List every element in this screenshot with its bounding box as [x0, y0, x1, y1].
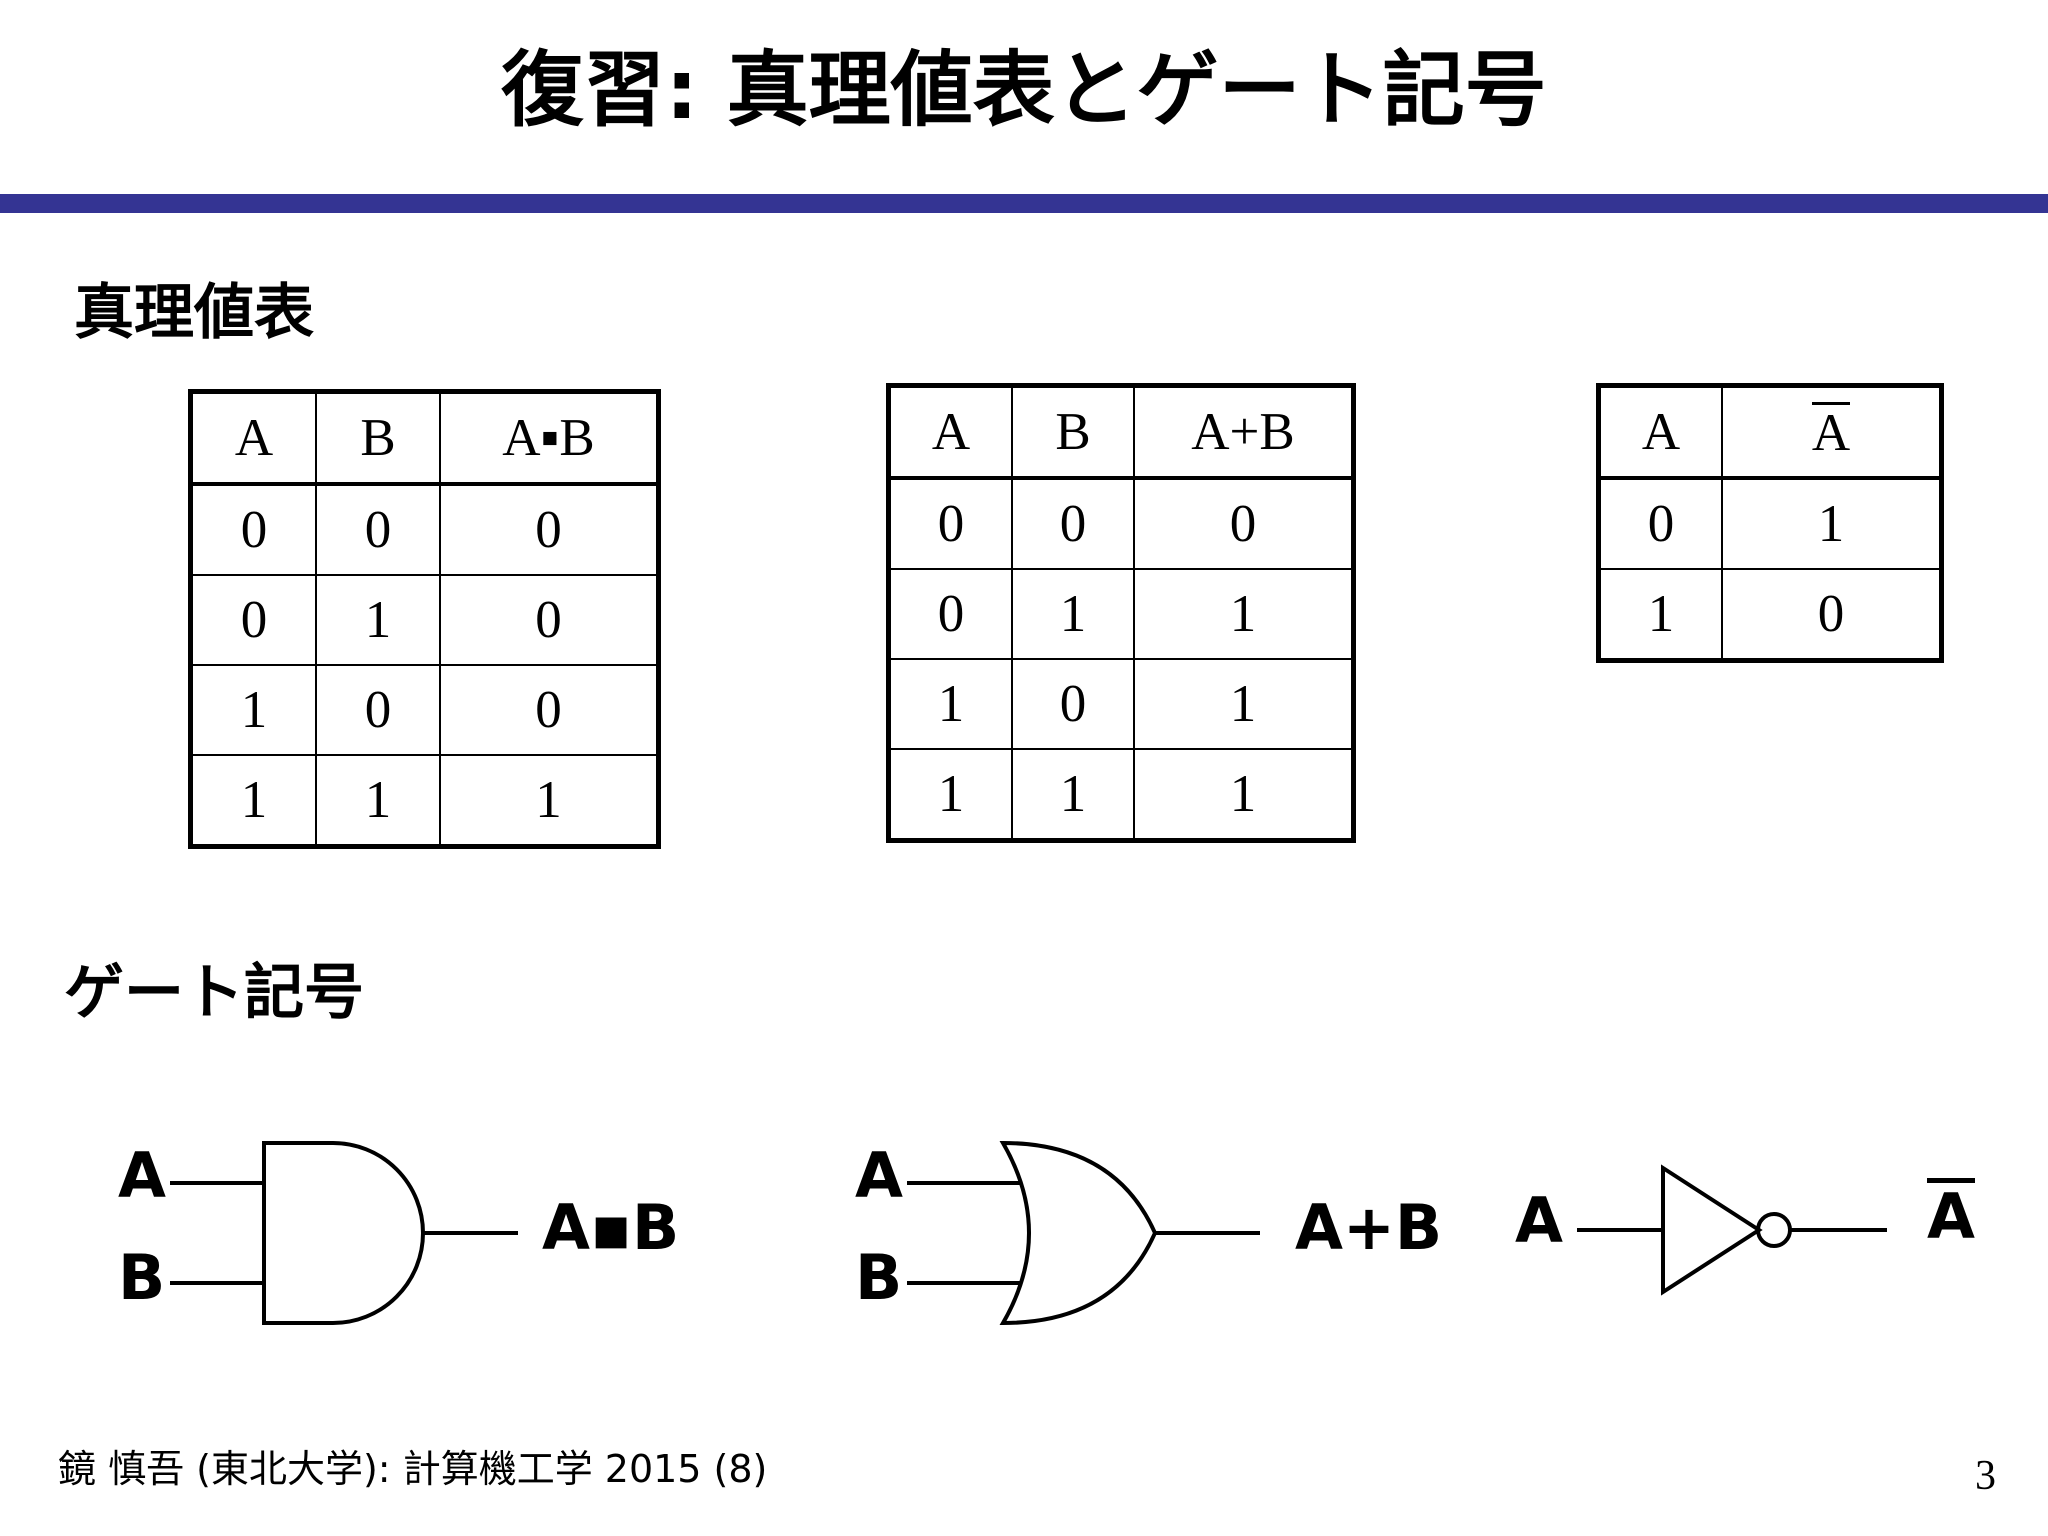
footer-attribution: 鏡 慎吾 (東北大学): 計算機工学 2015 (8): [58, 1447, 768, 1491]
cell-b: 1: [315, 574, 441, 666]
cell-b: 1: [315, 754, 441, 848]
table-row: 0 0 0: [887, 477, 1355, 570]
column-header-b: B: [315, 390, 441, 486]
cell-result: 0: [1721, 568, 1943, 662]
truth-table-and-body: 0 0 0 0 1 0 1 0 0 1 1 1: [189, 483, 660, 848]
truth-table-or-header: A B A+B: [887, 384, 1355, 480]
table-row: 1 0 1: [887, 658, 1355, 750]
cell-b: 1: [1011, 748, 1135, 842]
cell-a: 0: [1597, 477, 1723, 570]
cell-a: 1: [1597, 568, 1723, 662]
overline-a: A: [1811, 401, 1851, 462]
and-gate-output-label: A▪B: [542, 1191, 680, 1264]
section-heading-gate-symbols: ゲート記号: [64, 958, 364, 1028]
cell-a: 0: [189, 574, 317, 666]
column-header-a-bar: A: [1721, 384, 1943, 480]
cell-result: 1: [1133, 658, 1355, 750]
truth-table-or: A B A+B 0 0 0 0 1 1 1 0 1 1 1: [886, 383, 1356, 843]
truth-table-and: A B A▪B 0 0 0 0 1 0 1 0 0 1 1: [188, 389, 661, 849]
truth-table-not-header: A A: [1597, 384, 1943, 480]
or-gate-output-label: A+B: [1295, 1191, 1443, 1264]
column-header-apb: A+B: [1133, 384, 1355, 480]
table-row: A A: [1597, 384, 1943, 480]
table-row: 0 1: [1597, 477, 1943, 570]
cell-result: 1: [1133, 748, 1355, 842]
title-separator-bar: [0, 194, 2048, 213]
not-gate-icon: [1577, 1164, 1887, 1296]
or-gate-input-a-label: A: [855, 1139, 903, 1212]
not-gate-input-a-label: A: [1515, 1184, 1563, 1257]
cell-a: 1: [189, 664, 317, 756]
cell-a: 0: [189, 483, 317, 576]
table-row: 1 0: [1597, 568, 1943, 662]
and-gate-diagram: A B A▪B: [118, 1125, 679, 1335]
cell-a: 0: [887, 477, 1013, 570]
cell-result: 0: [439, 574, 660, 666]
cell-b: 0: [1011, 477, 1135, 570]
or-gate-diagram: A B A+B: [855, 1125, 1442, 1335]
table-row: A B A+B: [887, 384, 1355, 480]
not-gate-output-label: A: [1927, 1178, 1975, 1248]
column-header-ab: A▪B: [439, 390, 660, 486]
truth-table-and-header: A B A▪B: [189, 390, 660, 486]
table-row: 1 1 1: [887, 748, 1355, 842]
table-row: A B A▪B: [189, 390, 660, 486]
cell-a: 0: [887, 568, 1013, 660]
overline-a-output: A: [1927, 1178, 1975, 1253]
cell-a: 1: [887, 658, 1013, 750]
column-header-b: B: [1011, 384, 1135, 480]
table-row: 0 1 0: [189, 574, 660, 666]
cell-result: 0: [439, 483, 660, 576]
cell-result: 0: [1133, 477, 1355, 570]
cell-b: 1: [1011, 568, 1135, 660]
table-row: 1 1 1: [189, 754, 660, 848]
and-gate-icon: [170, 1141, 518, 1325]
cell-result: 1: [1721, 477, 1943, 570]
cell-b: 0: [315, 664, 441, 756]
column-header-a: A: [1597, 384, 1723, 480]
column-header-a: A: [189, 390, 317, 486]
cell-b: 0: [1011, 658, 1135, 750]
column-header-a: A: [887, 384, 1013, 480]
truth-table-not: A A 0 1 1 0: [1596, 383, 1944, 663]
table-row: 1 0 0: [189, 664, 660, 756]
or-gate-icon: [907, 1140, 1260, 1326]
page-number: 3: [1975, 1453, 1996, 1499]
not-gate-diagram: A A: [1515, 1150, 1975, 1310]
cell-result: 0: [439, 664, 660, 756]
table-row: 0 0 0: [189, 483, 660, 576]
or-gate-input-b-label: B: [855, 1241, 903, 1314]
page-title: 復習: 真理値表とゲート記号: [501, 43, 1547, 138]
cell-result: 1: [439, 754, 660, 848]
and-gate-input-b-label: B: [118, 1241, 166, 1314]
cell-b: 0: [315, 483, 441, 576]
and-gate-input-a-label: A: [118, 1139, 166, 1212]
cell-a: 1: [189, 754, 317, 848]
section-heading-truth-tables: 真理値表: [74, 278, 314, 348]
truth-table-not-body: 0 1 1 0: [1597, 477, 1943, 662]
cell-a: 1: [887, 748, 1013, 842]
cell-result: 1: [1133, 568, 1355, 660]
truth-table-or-body: 0 0 0 0 1 1 1 0 1 1 1 1: [887, 477, 1355, 842]
table-row: 0 1 1: [887, 568, 1355, 660]
